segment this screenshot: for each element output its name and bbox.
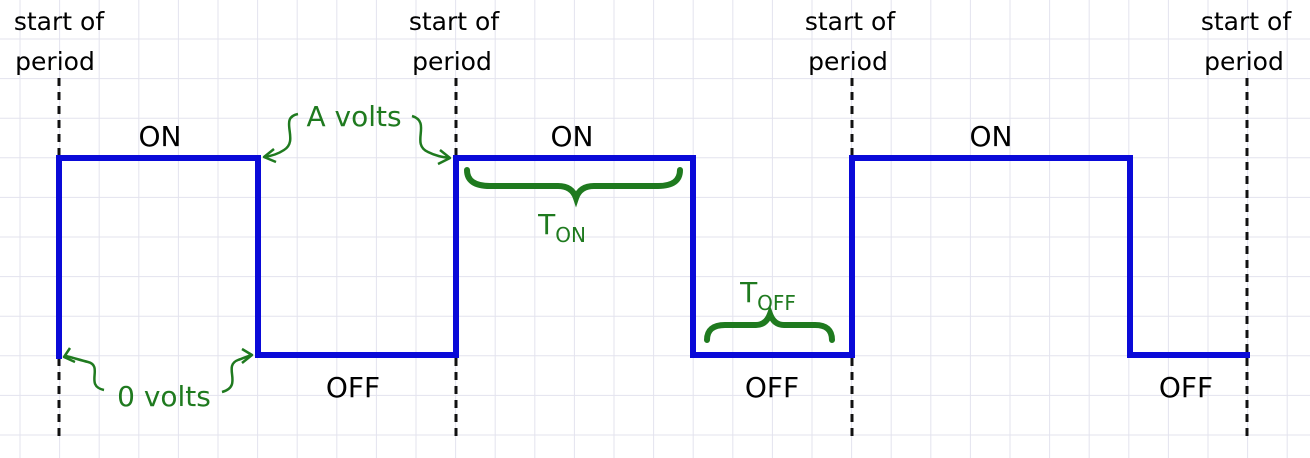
t-off-label: TOFF [739,276,796,315]
t-on-brace [464,167,683,208]
pwm-waveform [56,155,1250,359]
period-label-line2: period [15,47,95,76]
t-off-subscript: OFF [757,291,796,315]
on-label: ON [551,120,594,153]
high-level-label: A volts [306,100,401,133]
on-label: ON [139,120,182,153]
period-markers [57,78,1249,440]
off-label: OFF [1159,371,1213,404]
t-on-main: T [537,208,556,241]
high-level-arrowhead-right [437,149,452,166]
on-label: ON [970,120,1013,153]
period-label-line2: period [412,47,492,76]
low-level-arrow-right [221,353,253,394]
t-off-main: T [739,276,758,309]
period-label-line2: period [1204,47,1284,76]
high-level-annotation [262,112,452,166]
high-level-arrow-right [411,114,451,160]
low-level-label: 0 volts [117,380,211,413]
low-level-annotation [62,347,254,394]
off-label: OFF [326,371,380,404]
period-labels: start of period start of period start of… [14,7,1292,76]
low-level-arrow-left [65,354,105,392]
t-off-brace [704,305,835,343]
low-level-arrowhead-left [62,347,76,364]
low-level-arrowhead-right [241,347,254,364]
period-label-line1: start of [14,7,105,36]
t-on-subscript: ON [555,223,586,247]
period-label-line1: start of [409,7,500,36]
period-label-line1: start of [805,7,896,36]
off-label: OFF [745,371,799,404]
period-label-line2: period [808,47,888,76]
state-labels: ON ON ON OFF OFF OFF [139,120,1214,404]
high-level-arrow-left [263,112,299,159]
period-label-line1: start of [1201,7,1292,36]
t-on-label: TON [537,208,586,247]
high-level-arrowhead-left [262,148,277,164]
